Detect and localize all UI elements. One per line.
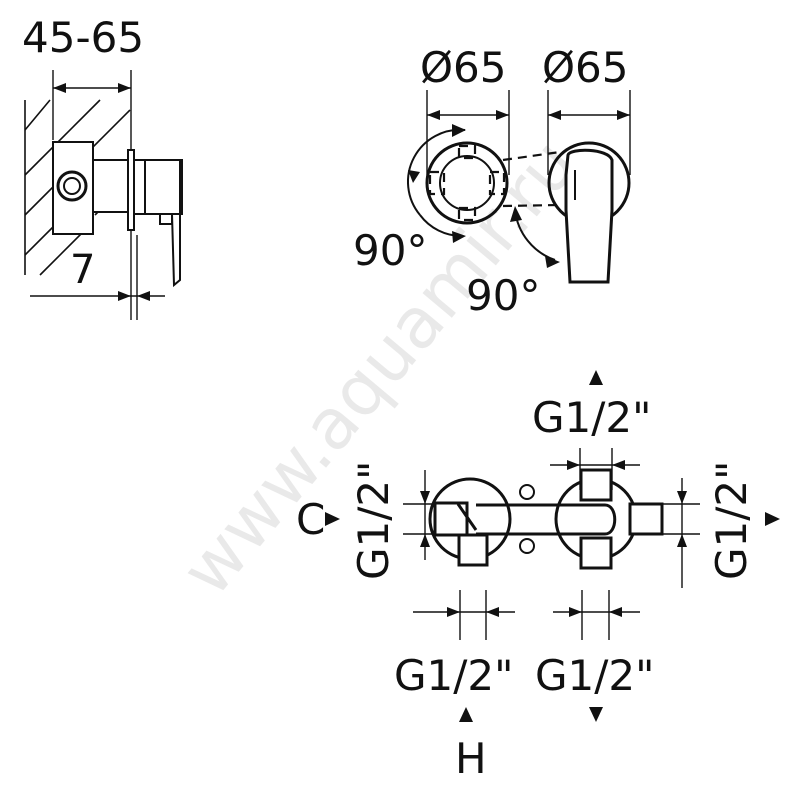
lever-ghost-left	[428, 170, 446, 196]
left-bottom-port	[457, 533, 489, 567]
bottom-left-label: G1/2"	[394, 651, 513, 700]
hot-inlet-arrow-icon	[459, 707, 473, 722]
left-body-diagonal	[456, 503, 478, 531]
rotation-right-label: 90°	[466, 271, 540, 320]
bottom-right-label: G1/2"	[535, 651, 654, 700]
diameter-left-label: Ø65	[420, 43, 507, 92]
cold-label: C	[296, 495, 325, 544]
arrow-right-icon	[118, 83, 131, 93]
offset-dimension-label: 7	[70, 247, 95, 293]
right-bottom-port	[579, 536, 613, 570]
handle-screw	[159, 213, 173, 225]
crossover-pipe	[476, 503, 617, 536]
lever-ghost-bottom	[457, 206, 477, 222]
body-view: G1/2" G1/2" C G1/2"	[296, 370, 780, 783]
hot-label: H	[455, 734, 487, 783]
arrow-right-icon	[617, 110, 630, 120]
arrow-left-icon	[612, 460, 625, 470]
arrow-up-icon	[677, 534, 687, 547]
right-side-label: G1/2"	[707, 461, 756, 580]
arrow-right-icon	[118, 291, 131, 301]
rotation-arc-left-top	[406, 128, 466, 216]
rosette-left-inner	[439, 155, 495, 211]
arrow-right-icon	[447, 607, 460, 617]
arrow-left-icon	[137, 291, 150, 301]
rotation-left-label: 90°	[353, 226, 427, 275]
arrow-right-icon	[569, 607, 582, 617]
arrow-up-icon	[420, 534, 430, 547]
lever-ghost-right	[488, 170, 506, 196]
inlet-inner-circle	[63, 177, 81, 195]
rotation-arrow-icon	[408, 170, 420, 183]
top-outlet-label: G1/2"	[532, 393, 651, 442]
front-view: Ø65 Ø65 90° 9	[353, 43, 631, 320]
mounting-screw-bottom	[519, 538, 535, 554]
left-side-label: G1/2"	[349, 461, 398, 580]
arrow-left-icon	[609, 607, 622, 617]
cartridge-housing	[92, 159, 132, 213]
depth-dimension-label: 45-65	[22, 13, 144, 62]
mounting-screw-top	[519, 484, 535, 500]
arrow-left-icon	[486, 607, 499, 617]
handle-body	[134, 159, 183, 215]
side-outlet-port	[628, 502, 664, 536]
arrow-right-icon	[496, 110, 509, 120]
lever-ghost-link-top	[502, 150, 561, 162]
arrow-left-icon	[427, 110, 440, 120]
rotation-arrow-icon	[545, 256, 560, 268]
arrow-left-icon	[548, 110, 561, 120]
arrow-down-icon	[677, 491, 687, 504]
lever-ghost-link-bottom	[502, 203, 561, 208]
arrow-left-icon	[53, 83, 66, 93]
arrow-down-icon	[420, 491, 430, 504]
cold-inlet-arrow-icon	[325, 512, 340, 526]
arrow-right-icon	[567, 460, 580, 470]
diameter-right-label: Ø65	[542, 43, 629, 92]
lever-ghost-top	[457, 144, 477, 160]
handle-lever-front	[564, 148, 614, 284]
rotation-arrow-icon	[510, 206, 522, 222]
side-view: 45-65 7	[22, 13, 183, 320]
inlet-circle	[56, 170, 88, 202]
outlet-up-arrow-icon	[589, 370, 603, 385]
handle-lever	[171, 159, 181, 288]
outlet-down-arrow-icon	[589, 707, 603, 722]
rosette-left	[425, 141, 509, 225]
side-outlet-arrow-icon	[765, 512, 780, 526]
top-outlet-port	[579, 468, 613, 502]
rotation-arrow-icon	[452, 231, 466, 243]
rotation-arrow-icon	[452, 124, 466, 137]
cover-plate	[127, 149, 135, 231]
